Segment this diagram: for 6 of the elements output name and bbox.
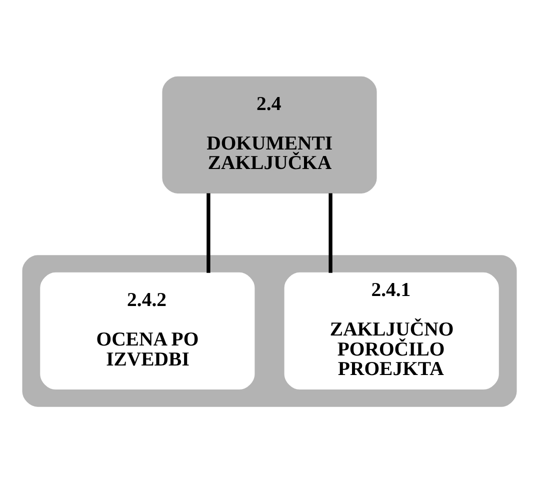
node-box: 2.4 DOKUMENTI ZAKLJUČKA — [162, 76, 377, 193]
cluster — [22, 254, 517, 406]
connector — [206, 192, 210, 272]
node-box: 2.4.2 OCENA PO IZVEDBI — [40, 272, 255, 390]
connector — [328, 192, 332, 272]
node-box: 2.4.1 ZAKLJUČNO POROČILO PROEJKTA — [284, 272, 499, 390]
